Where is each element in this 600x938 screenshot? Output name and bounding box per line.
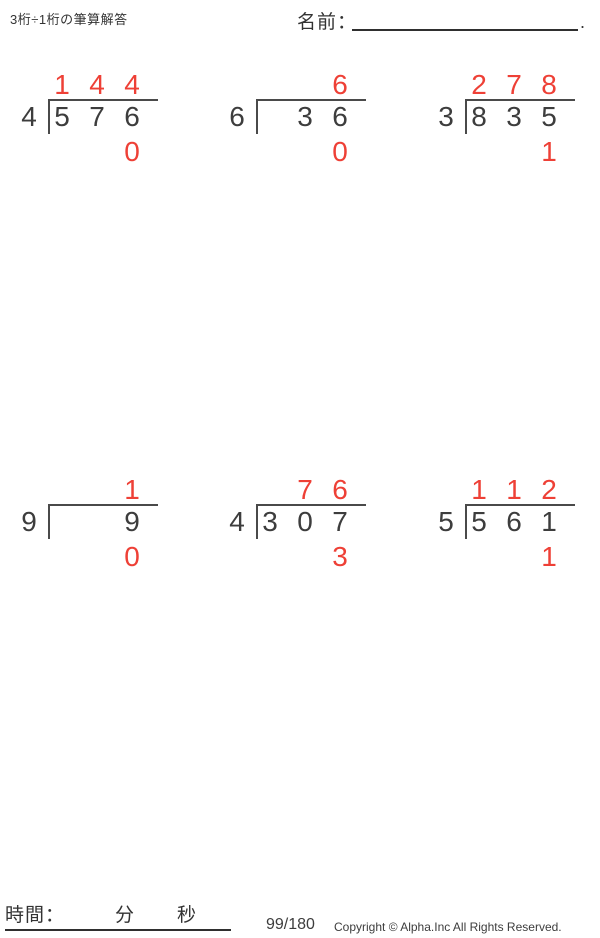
remainder-digit: 3 xyxy=(332,541,348,572)
remainder-digit: 0 xyxy=(124,541,140,572)
name-blank-line xyxy=(352,29,578,31)
quotient-digit: 1 xyxy=(54,69,70,100)
dividend-digit: 3 xyxy=(297,101,313,132)
dividend-digit: 7 xyxy=(332,506,348,537)
dividend-digit: 7 xyxy=(89,101,105,132)
division-bracket-vertical-line xyxy=(256,99,258,134)
remainder-digit: 0 xyxy=(332,136,348,167)
dividend-digit xyxy=(253,104,288,130)
quotient-digit: 6 xyxy=(332,69,348,100)
seconds-label: 秒 xyxy=(177,905,198,926)
division-bracket-vertical-line xyxy=(465,504,467,539)
division-bracket-bar xyxy=(256,99,366,101)
division-bracket-bar xyxy=(256,504,366,506)
dividend-digit: 5 xyxy=(471,506,487,537)
divisor-digit: 5 xyxy=(438,506,454,537)
quotient-digit: 6 xyxy=(332,474,348,505)
dividend-digit: 5 xyxy=(541,101,557,132)
quotient-digit: 2 xyxy=(471,69,487,100)
name-label: 名前： xyxy=(297,12,358,33)
quotient-digit: 1 xyxy=(471,474,487,505)
dividend-digit: 3 xyxy=(262,506,278,537)
remainder-digit: 1 xyxy=(541,136,557,167)
division-bracket-bar xyxy=(465,99,575,101)
worksheet-title: 3桁÷1桁の筆算解答 xyxy=(10,12,128,27)
dividend-digit: 6 xyxy=(124,101,140,132)
quotient-digit: 1 xyxy=(124,474,140,505)
division-bracket-vertical-line xyxy=(48,504,50,539)
dividend-digit: 1 xyxy=(541,506,557,537)
minutes-label: 分 xyxy=(115,905,136,926)
copyright-notice: Copyright © Alpha.Inc All Rights Reserve… xyxy=(334,920,562,934)
page-number: 99/180 xyxy=(266,916,315,933)
dividend-digit: 9 xyxy=(124,506,140,537)
divisor-digit: 6 xyxy=(229,101,245,132)
dividend-digit: 6 xyxy=(332,101,348,132)
dividend-digit xyxy=(45,509,80,535)
time-label: 時間： xyxy=(5,905,66,926)
quotient-digit xyxy=(45,477,80,503)
dividend-digit: 3 xyxy=(506,101,522,132)
dividend-digit: 8 xyxy=(471,101,487,132)
division-bracket-bar xyxy=(465,504,575,506)
dividend-digit xyxy=(80,509,115,535)
quotient-digit: 4 xyxy=(124,69,140,100)
quotient-digit: 7 xyxy=(297,474,313,505)
division-bracket-vertical-line xyxy=(48,99,50,134)
quotient-digit xyxy=(288,72,323,98)
time-blank-line: 時間： 分 秒 xyxy=(5,903,231,931)
dividend-digit: 5 xyxy=(54,101,70,132)
quotient-digit: 7 xyxy=(506,69,522,100)
quotient-digit: 8 xyxy=(541,69,557,100)
divisor-digit: 9 xyxy=(21,506,37,537)
quotient-digit xyxy=(253,72,288,98)
remainder-digit: 0 xyxy=(124,136,140,167)
remainder-digit: 1 xyxy=(541,541,557,572)
quotient-digit: 4 xyxy=(89,69,105,100)
divisor-digit: 4 xyxy=(229,506,245,537)
division-bracket-bar xyxy=(48,99,158,101)
division-bracket-vertical-line xyxy=(465,99,467,134)
quotient-digit xyxy=(253,477,288,503)
quotient-digit: 2 xyxy=(541,474,557,505)
name-line-period: . xyxy=(580,12,586,32)
divisor-digit: 4 xyxy=(21,101,37,132)
division-bracket-vertical-line xyxy=(256,504,258,539)
quotient-digit: 1 xyxy=(506,474,522,505)
dividend-digit: 6 xyxy=(506,506,522,537)
dividend-digit: 0 xyxy=(297,506,313,537)
divisor-digit: 3 xyxy=(438,101,454,132)
division-bracket-bar xyxy=(48,504,158,506)
quotient-digit xyxy=(80,477,115,503)
